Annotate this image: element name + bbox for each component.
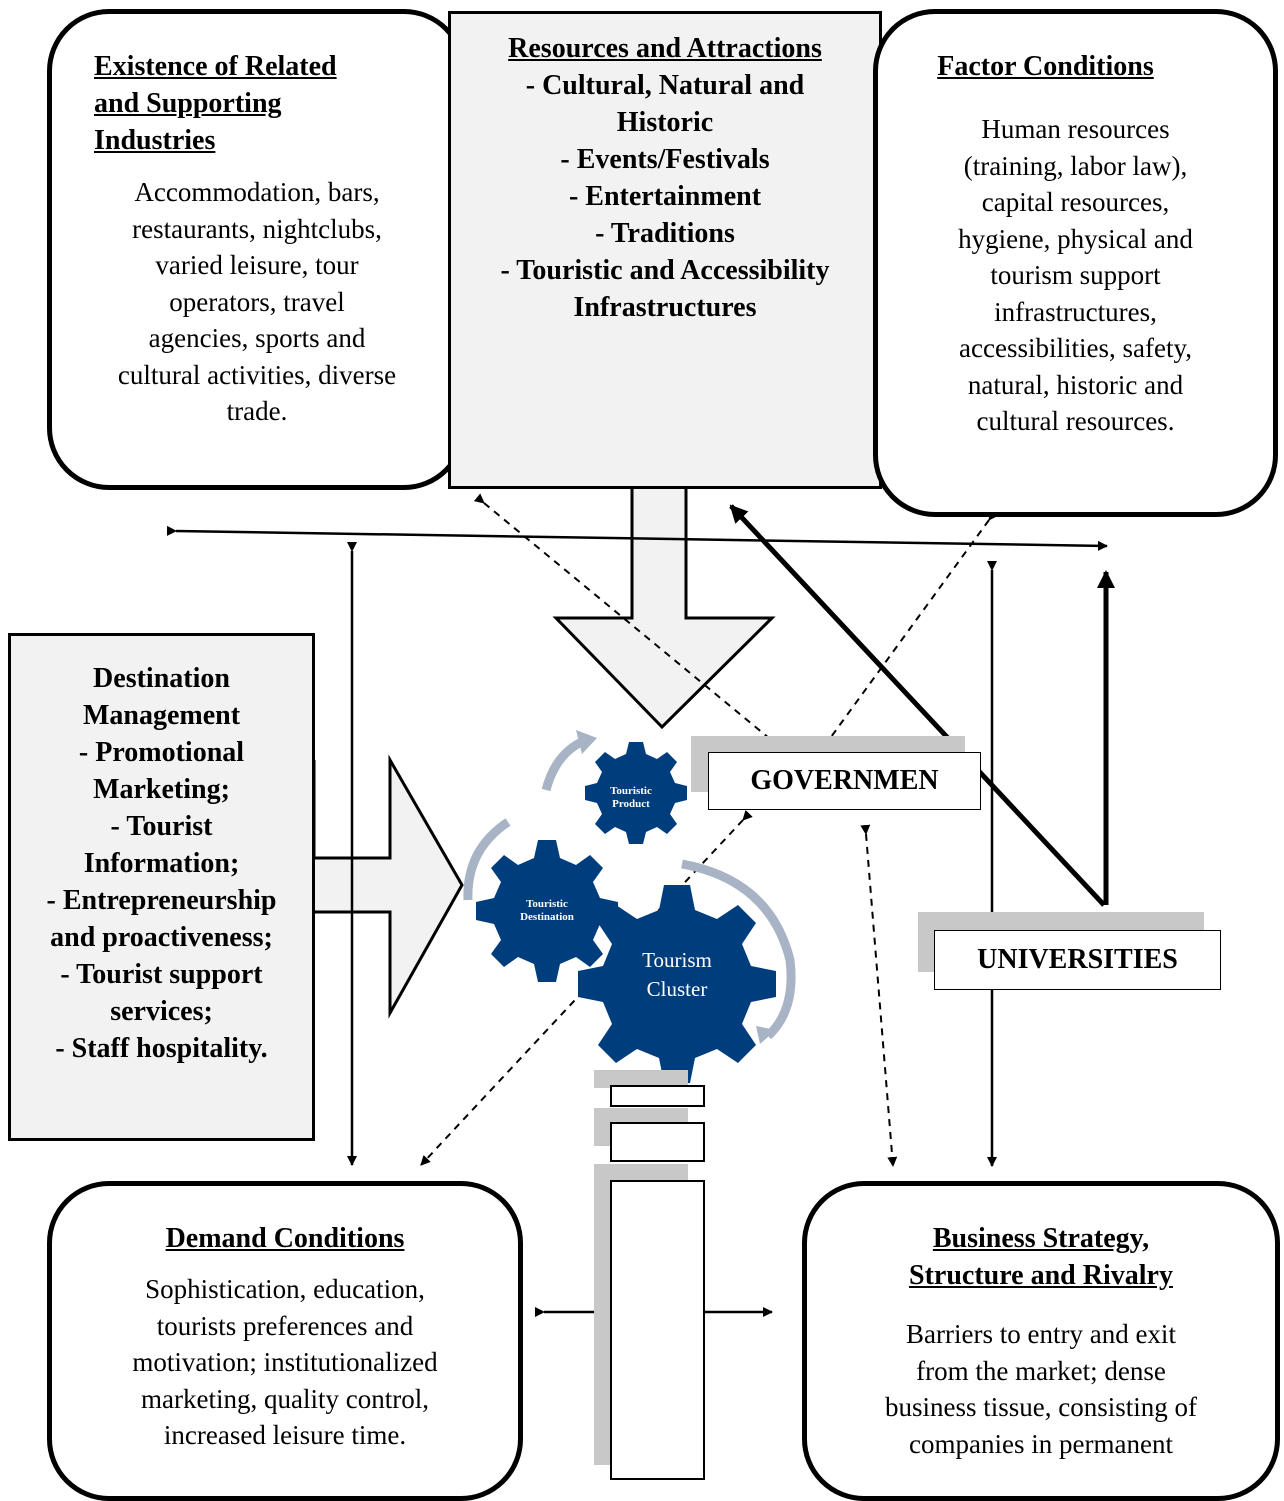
related-title-line: Industries: [94, 125, 216, 156]
business-strategy-title: Business Strategy, Structure and Rivalry: [807, 1220, 1275, 1294]
body-line: tourists preferences and: [156, 1310, 414, 1341]
body-line: hygiene, physical and: [958, 223, 1193, 254]
stack-rect-1: [610, 1085, 705, 1107]
tourism-cluster-gear-icon: [578, 885, 776, 1083]
gear-cycle-arrow-right: [681, 859, 796, 1040]
destination-line: Marketing;: [93, 774, 230, 805]
resources-line: - Touristic and Accessibility: [500, 255, 830, 286]
touristic-product-label: Touristic Product: [591, 785, 671, 811]
dashed-government-business: [860, 824, 898, 1167]
stack-rect-3: [610, 1180, 705, 1480]
related-industries-box: Existence of Related and Supporting Indu…: [47, 9, 466, 490]
business-title-line: Business Strategy,: [932, 1223, 1150, 1254]
universities-label: UNIVERSITIES: [934, 930, 1221, 990]
demand-conditions-box: Demand Conditions Sophistication, educat…: [47, 1181, 523, 1501]
resources-box: Resources and Attractions - Cultural, Na…: [448, 11, 882, 489]
body-line: cultural activities, diverse: [117, 359, 397, 390]
related-title-line: Existence of Related: [94, 51, 337, 82]
destination-line: services;: [110, 996, 213, 1027]
resources-title: Resources and Attractions: [508, 33, 822, 64]
gear-label-line: Touristic: [610, 785, 652, 797]
touristic-destination-label: Touristic Destination: [502, 898, 592, 924]
destination-line: - Tourist: [110, 811, 213, 842]
destination-management-text: Destination Management - Promotional Mar…: [11, 660, 312, 1067]
gear-label-line: Destination: [520, 911, 574, 923]
government-label: GOVERNMEN: [708, 752, 981, 810]
body-line: Sophistication, education,: [145, 1274, 425, 1304]
factor-conditions-title: Factor Conditions: [937, 51, 1154, 82]
body-line: increased leisure time.: [163, 1420, 407, 1450]
stack-shadow-1: [594, 1070, 688, 1088]
universities-diagonal-arrow: [729, 504, 1106, 907]
related-industries-text: Accommodation, bars, restaurants, nightc…: [52, 174, 462, 430]
body-line: (training, labor law),: [963, 150, 1188, 181]
body-line: from the market; dense: [916, 1355, 1166, 1386]
resources-down-arrow: [552, 488, 776, 730]
destination-line: Management: [82, 700, 241, 731]
body-line: companies in permanent: [909, 1428, 1173, 1459]
business-strategy-box: Business Strategy, Structure and Rivalry…: [802, 1181, 1280, 1501]
stack-rect-2: [610, 1122, 705, 1162]
body-line: Accommodation, bars,: [134, 177, 380, 207]
related-title-line: and Supporting: [94, 88, 282, 119]
destination-line: and proactiveness;: [50, 922, 273, 953]
related-industries-title: Existence of Related and Supporting Indu…: [94, 48, 394, 159]
body-line: marketing, quality control,: [141, 1383, 429, 1414]
destination-line: - Tourist support: [60, 959, 263, 990]
gear-label-line: Tourism: [642, 948, 712, 972]
gear-cycle-arrow-top-head: [576, 730, 597, 754]
body-line: tourism support: [990, 260, 1161, 290]
tourism-cluster-label: Tourism Cluster: [627, 946, 727, 1004]
body-line: operators, travel: [169, 286, 345, 317]
body-line: Human resources: [981, 114, 1170, 144]
gear-cycle-arrow-right-head: [756, 1026, 776, 1044]
body-line: accessibilities, safety,: [959, 333, 1192, 363]
resources-line: - Traditions: [595, 218, 735, 249]
body-line: infrastructures,: [994, 296, 1157, 327]
body-line: trade.: [226, 396, 288, 426]
business-strategy-text: Barriers to entry and exit from the mark…: [807, 1316, 1275, 1462]
destination-line: Information;: [83, 848, 240, 879]
body-line: business tissue, consisting of: [884, 1392, 1197, 1422]
destination-management-box: Destination Management - Promotional Mar…: [8, 633, 315, 1141]
body-line: restaurants, nightclubs,: [132, 213, 382, 244]
gear-cycle-arrow-left: [463, 818, 511, 901]
touristic-destination-gear-icon: [476, 840, 618, 982]
diagram-canvas: [166, 488, 1115, 1317]
demand-conditions-title: Demand Conditions: [165, 1223, 405, 1254]
destination-line: - Staff hospitality.: [55, 1033, 268, 1064]
destination-right-arrow: [312, 754, 464, 1019]
demand-conditions-text: Sophistication, education, tourists pref…: [52, 1271, 518, 1454]
touristic-product-gear-icon: [585, 742, 687, 844]
body-line: varied leisure, tour: [155, 250, 359, 280]
dashed-factor-government: [822, 509, 999, 749]
body-line: cultural resources.: [976, 406, 1175, 436]
destination-line: Destination: [93, 663, 230, 694]
destination-line: - Promotional: [78, 737, 245, 768]
gear-label-line: Cluster: [646, 977, 708, 1001]
body-line: agencies, sports and: [148, 323, 366, 353]
resources-line: Infrastructures: [573, 292, 757, 323]
resources-line: Historic: [616, 107, 714, 138]
destination-line: - Entrepreneurship: [46, 885, 277, 916]
body-line: Barriers to entry and exit: [906, 1319, 1176, 1349]
gear-label-line: Touristic: [526, 898, 568, 910]
resources-list: - Cultural, Natural and Historic - Event…: [451, 67, 879, 326]
body-line: motivation; institutionalized: [132, 1347, 438, 1377]
business-title-line: Structure and Rivalry: [909, 1260, 1173, 1291]
factor-conditions-text: Human resources (training, labor law), c…: [878, 111, 1273, 440]
resources-line: - Events/Festivals: [560, 144, 770, 175]
body-line: natural, historic and: [967, 369, 1184, 400]
factor-conditions-box: Factor Conditions Human resources (train…: [873, 9, 1278, 517]
gear-label-line: Product: [612, 798, 650, 810]
gear-cycle-arrow-top: [541, 735, 588, 792]
body-line: capital resources,: [981, 187, 1170, 217]
resources-line: - Entertainment: [568, 181, 762, 212]
resources-line: - Cultural, Natural and: [525, 70, 805, 101]
